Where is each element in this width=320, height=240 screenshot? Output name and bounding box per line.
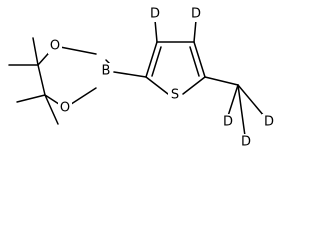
bond-cd3-d-left xyxy=(227,84,239,117)
atom-deuterium-methyl-left: D xyxy=(223,115,233,130)
bond-methyl-1 xyxy=(32,37,39,66)
bond-c5-cd3 xyxy=(204,76,239,86)
bond-c3-d xyxy=(154,19,158,43)
structure-diagram: O O B S D D D D D xyxy=(8,6,276,150)
bond-methyl-3 xyxy=(16,94,46,103)
bond-c4-c5-double xyxy=(189,46,200,77)
bond-c2-c3 xyxy=(145,41,158,78)
atom-deuterium-ring-right: D xyxy=(191,7,201,22)
bonds xyxy=(8,19,265,137)
bond-methyl-4 xyxy=(44,94,59,125)
bond-c-c-ring xyxy=(37,64,46,96)
atom-deuterium-ring-left: D xyxy=(150,7,160,22)
atom-oxygen-top: O xyxy=(50,39,60,54)
bond-c4-d xyxy=(193,19,197,43)
molecule-svg: O O B S D D D D D xyxy=(8,6,276,150)
atom-deuterium-methyl-right: D xyxy=(264,115,274,130)
bond-c5-s xyxy=(182,76,206,95)
bond-c4-c5 xyxy=(193,41,206,78)
atom-boron: B xyxy=(102,64,111,79)
bond-c2-c3-double xyxy=(151,46,162,77)
atom-deuterium-methyl-bottom: D xyxy=(241,135,251,150)
bond-b-c2 xyxy=(113,71,147,78)
bond-cd3-d-bottom xyxy=(237,84,246,137)
bond-s-c2 xyxy=(145,76,169,95)
bond-cd3-d-right xyxy=(237,84,265,117)
atom-oxygen-bottom: O xyxy=(60,101,70,116)
atom-sulfur: S xyxy=(171,88,179,103)
atom-labels: O O B S D D D D D xyxy=(48,6,276,150)
